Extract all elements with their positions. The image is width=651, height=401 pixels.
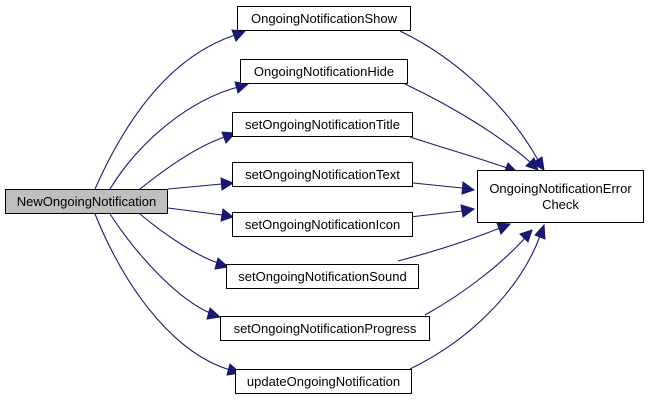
arrowhead — [496, 222, 512, 235]
arrowhead — [220, 177, 235, 191]
edge-root-to-update — [94, 213, 231, 371]
arrowhead — [531, 156, 545, 171]
edge-root-to-hide — [109, 86, 239, 190]
edge-root-to-title — [139, 136, 226, 190]
edge-root-to-text — [167, 183, 223, 190]
edge-root-to-show — [94, 34, 236, 190]
edge-root-to-sound — [139, 213, 219, 264]
arrowhead — [519, 229, 533, 243]
arrowhead — [460, 204, 476, 218]
arrowhead — [214, 257, 230, 270]
arrowhead — [534, 223, 546, 240]
node-set-ongoing-notification-icon[interactable]: setOngoingNotificationIcon — [232, 212, 413, 237]
node-ongoing-notification-error-check[interactable]: OngoingNotificationError Check — [477, 170, 644, 223]
target-label: OngoingNotificationError Check — [489, 180, 632, 212]
edge-icon-to-target — [409, 210, 463, 218]
edge-progress-to-target — [424, 237, 526, 316]
arrowhead — [206, 307, 222, 320]
arrowhead — [231, 29, 247, 42]
node-set-ongoing-notification-title[interactable]: setOngoingNotificationTitle — [232, 112, 413, 137]
node-set-ongoing-notification-sound[interactable]: setOngoingNotificationSound — [226, 264, 419, 289]
arrowhead — [461, 181, 476, 195]
node-set-ongoing-notification-text[interactable]: setOngoingNotificationText — [232, 162, 413, 187]
arrowhead — [221, 131, 237, 144]
edge-root-to-progress — [109, 213, 211, 314]
edge-hide-to-target — [404, 83, 531, 163]
edge-text-to-target — [412, 182, 463, 189]
arrowhead — [525, 157, 539, 171]
edge-show-to-target — [399, 30, 539, 161]
node-update-ongoing-notification[interactable]: updateOngoingNotification — [235, 369, 412, 394]
edge-title-to-target — [409, 136, 508, 169]
node-ongoing-notification-show[interactable]: OngoingNotificationShow — [237, 6, 411, 31]
node-new-ongoing-notification[interactable]: NewOngoingNotification — [5, 189, 168, 214]
edge-sound-to-target — [397, 227, 501, 262]
edge-update-to-target — [409, 235, 541, 370]
node-set-ongoing-notification-progress[interactable]: setOngoingNotificationProgress — [220, 316, 430, 341]
arrowhead — [220, 208, 235, 222]
edge-root-to-icon — [167, 207, 223, 216]
node-ongoing-notification-hide[interactable]: OngoingNotificationHide — [240, 59, 408, 84]
